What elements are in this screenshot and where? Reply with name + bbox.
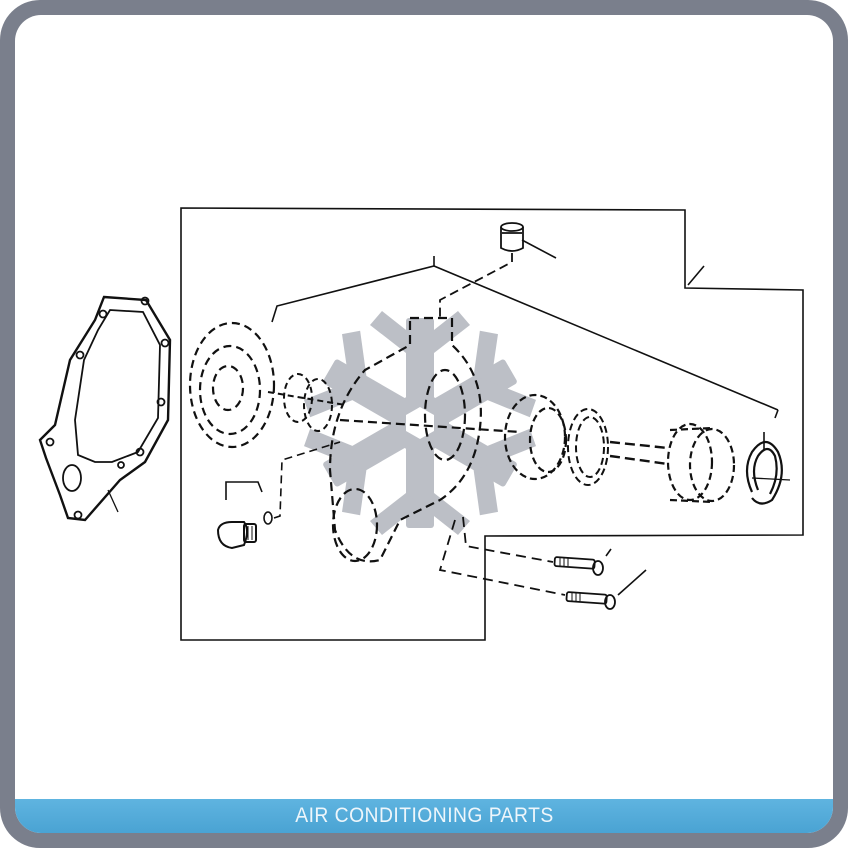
brand-banner: AIR CONDITIONING PARTS — [15, 799, 833, 833]
seal-icon — [503, 393, 568, 481]
impeller-icon — [666, 422, 736, 504]
cap-icon — [439, 222, 524, 318]
housing-icon — [328, 316, 521, 563]
snap-ring-icon — [745, 440, 791, 505]
bearing-icon — [267, 373, 346, 432]
flange-icon — [188, 321, 276, 449]
ring-icon — [567, 408, 609, 486]
bolt-icon — [553, 556, 604, 576]
snowflake-icon — [298, 311, 542, 535]
bolt-path-lines — [438, 516, 566, 596]
plug-icon — [216, 521, 257, 550]
leader-lines — [225, 239, 779, 596]
o-ring-icon — [263, 441, 341, 525]
assembly-bracket-outline — [180, 207, 804, 641]
gasket-icon — [38, 295, 172, 522]
bolt-icon — [565, 591, 616, 610]
banner-label: AIR CONDITIONING PARTS — [294, 804, 554, 827]
shaft-icon — [609, 440, 669, 466]
